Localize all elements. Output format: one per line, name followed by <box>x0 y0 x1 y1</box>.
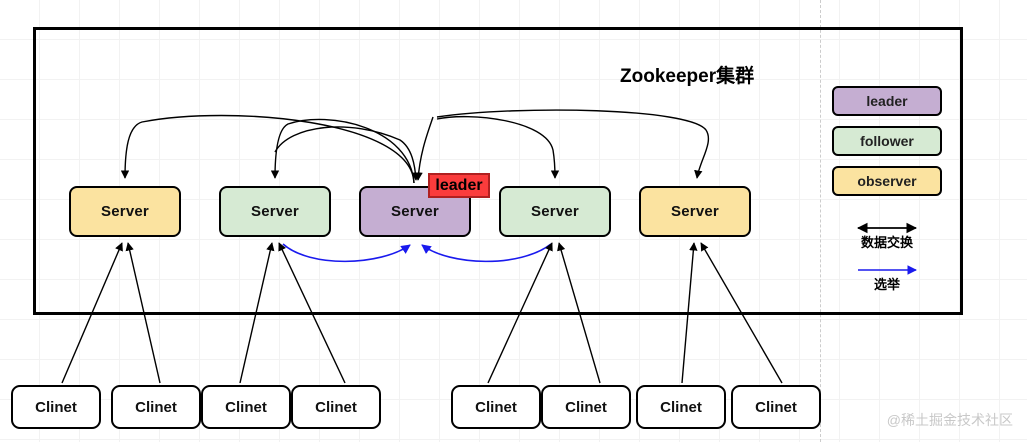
legend-item-label: leader <box>866 93 908 109</box>
client-node-5[interactable]: Clinet <box>451 385 541 429</box>
client-node-label: Clinet <box>565 398 607 416</box>
page-divider-dashed <box>820 0 821 442</box>
leader-status-badge: leader <box>428 173 490 198</box>
server-node-1[interactable]: Server <box>69 186 181 237</box>
client-node-label: Clinet <box>225 398 267 416</box>
legend-item-leader: leader <box>832 86 942 116</box>
client-node-8[interactable]: Clinet <box>731 385 821 429</box>
server-node-label: Server <box>671 203 719 220</box>
client-node-label: Clinet <box>135 398 177 416</box>
page-title: Zookeeper集群 <box>620 66 755 87</box>
client-node-label: Clinet <box>35 398 77 416</box>
client-node-label: Clinet <box>660 398 702 416</box>
server-node-label: Server <box>101 203 149 220</box>
client-node-label: Clinet <box>315 398 357 416</box>
legend-item-observer: observer <box>832 166 942 196</box>
watermark: @稀土掘金技术社区 <box>886 412 1013 428</box>
legend-item-follower: follower <box>832 126 942 156</box>
legend-item-label: observer <box>857 173 917 189</box>
client-node-2[interactable]: Clinet <box>111 385 201 429</box>
client-node-label: Clinet <box>755 398 797 416</box>
leader-inbound-arrows <box>274 116 434 181</box>
client-node-label: Clinet <box>475 398 517 416</box>
legend-caption-data-exchange: 数据交换 <box>860 235 913 250</box>
client-node-7[interactable]: Clinet <box>636 385 726 429</box>
client-node-6[interactable]: Clinet <box>541 385 631 429</box>
server-node-5[interactable]: Server <box>639 186 751 237</box>
legend-item-label: follower <box>860 133 914 149</box>
client-node-1[interactable]: Clinet <box>11 385 101 429</box>
server-node-2[interactable]: Server <box>219 186 331 237</box>
server-node-label: Server <box>391 203 439 220</box>
server-node-label: Server <box>251 203 299 220</box>
server-node-4[interactable]: Server <box>499 186 611 237</box>
server-node-label: Server <box>531 203 579 220</box>
legend-caption-election: 选举 <box>873 277 900 292</box>
client-node-4[interactable]: Clinet <box>291 385 381 429</box>
client-node-3[interactable]: Clinet <box>201 385 291 429</box>
election-arrows <box>282 243 552 263</box>
zookeeper-cluster-boundary <box>33 27 963 315</box>
